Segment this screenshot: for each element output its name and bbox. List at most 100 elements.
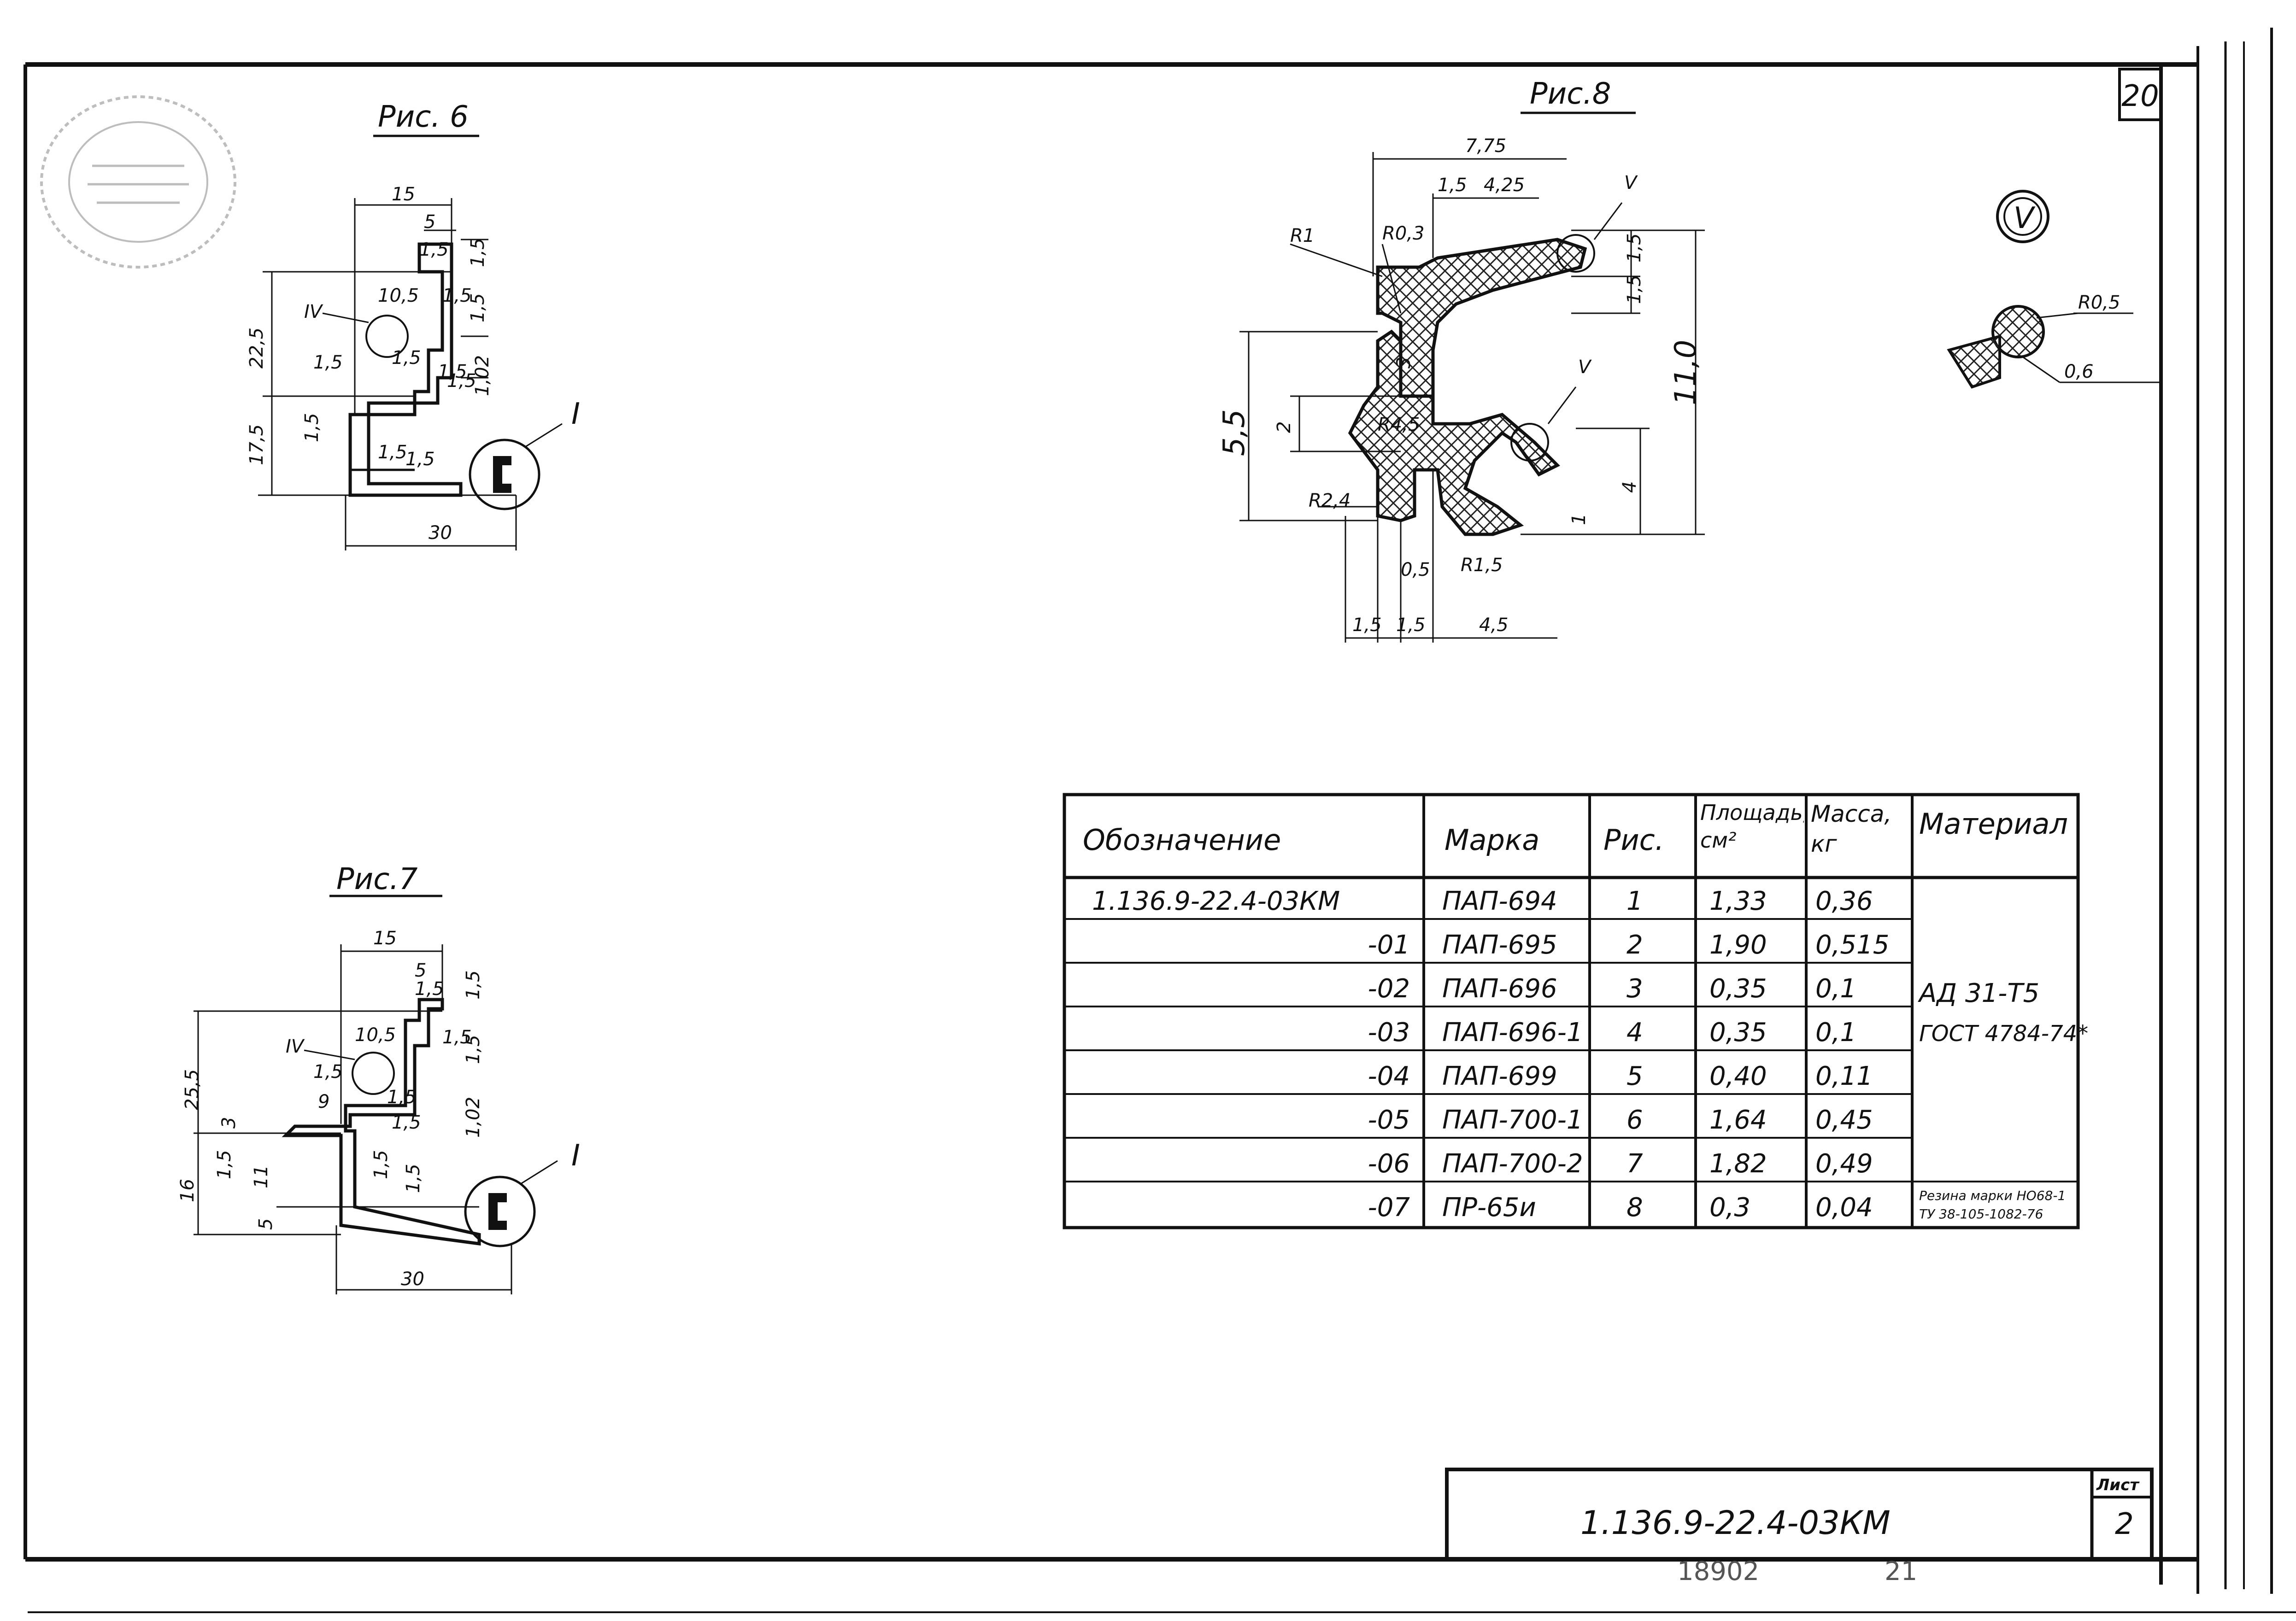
material-standard: ГОСТ 4784-74* (1919, 1021, 2088, 1047)
svg-text:1,5: 1,5 (415, 978, 444, 1000)
svg-text:30: 30 (401, 1269, 424, 1290)
svg-text:R1,5: R1,5 (1461, 555, 1503, 576)
svg-text:1,64: 1,64 (1709, 1105, 1767, 1135)
svg-text:4: 4 (1619, 481, 1640, 493)
figure-8-title: Рис.8 (1530, 77, 1611, 111)
svg-text:ПАП-696-1: ПАП-696-1 (1442, 1018, 1583, 1048)
svg-text:1,5: 1,5 (403, 1164, 424, 1193)
figure-6-profile (348, 242, 463, 497)
svg-text:5: 5 (424, 211, 435, 233)
svg-text:1,5: 1,5 (442, 1027, 472, 1048)
figure-7-title: Рис.7 (336, 862, 418, 896)
svg-text:4,25: 4,25 (1484, 175, 1525, 196)
callout-I: I (571, 397, 580, 431)
svg-text:1,5: 1,5 (467, 293, 488, 322)
svg-text:22,5: 22,5 (246, 328, 267, 369)
svg-text:1,5: 1,5 (1624, 275, 1645, 304)
svg-text:1,5: 1,5 (392, 1112, 421, 1133)
spec-table: Обозначение Марка Рис. Площадь, см² Масс… (1063, 793, 2088, 1229)
title-block: 1.136.9-22.4-03КМ Лист 2 (1445, 1468, 2154, 1561)
svg-text:3: 3 (1627, 974, 1643, 1004)
svg-text:1,5: 1,5 (214, 1150, 235, 1179)
svg-text:5: 5 (255, 1218, 276, 1230)
svg-text:0,45: 0,45 (1815, 1105, 1873, 1135)
figure-8: Рис.8 (1217, 77, 1705, 643)
svg-text:1: 1 (1627, 886, 1643, 916)
material-alloy: АД 31-Т5 (1918, 978, 2039, 1008)
svg-text:0,40: 0,40 (1709, 1061, 1767, 1091)
svg-text:ПАП-700-1: ПАП-700-1 (1442, 1105, 1583, 1135)
table-row: -06 (1368, 1149, 1410, 1179)
svg-text:7,75: 7,75 (1465, 135, 1506, 157)
figure-8-profile-hatched (1376, 238, 1587, 398)
svg-text:4,5: 4,5 (1479, 614, 1509, 636)
svg-text:3: 3 (218, 1117, 240, 1129)
svg-text:R0,5: R0,5 (2078, 292, 2120, 313)
svg-text:0,1: 0,1 (1815, 974, 1856, 1004)
table-header-material: Материал (1919, 807, 2068, 841)
table-header-designation: Обозначение (1083, 823, 1281, 857)
table-row: -07 (1368, 1193, 1410, 1223)
sheet-label: Лист (2096, 1476, 2140, 1494)
figure-7: Рис.7 15 5 1,5 1,5 25,5 10,5 1,5 1,5 1,5… (177, 862, 580, 1294)
sheet-frame (23, 28, 2296, 1613)
table-row: -03 (1368, 1018, 1410, 1048)
svg-text:V: V (2014, 201, 2036, 235)
table-row: -01 (1368, 930, 1410, 960)
svg-text:3: 3 (1393, 357, 1415, 369)
svg-text:0,04: 0,04 (1815, 1193, 1873, 1223)
svg-text:1,5: 1,5 (405, 449, 435, 470)
svg-text:0,515: 0,515 (1815, 930, 1889, 960)
svg-text:5: 5 (1627, 1061, 1643, 1091)
svg-text:1,5: 1,5 (370, 1150, 392, 1179)
svg-text:ПАП-695: ПАП-695 (1442, 930, 1557, 960)
corner-sheet-number: 20 (2118, 68, 2162, 121)
svg-text:1,5: 1,5 (447, 370, 476, 392)
svg-text:0,49: 0,49 (1815, 1149, 1873, 1179)
svg-text:R2,4: R2,4 (1309, 490, 1351, 511)
table-row: -05 (1368, 1105, 1410, 1135)
callout-IV: IV (304, 301, 323, 322)
svg-text:20: 20 (2121, 79, 2159, 113)
svg-text:16: 16 (177, 1179, 198, 1202)
svg-text:1,5: 1,5 (301, 413, 323, 442)
svg-text:15: 15 (373, 928, 397, 949)
material-rubber: Резина марки НО68-1 (1919, 1188, 2066, 1203)
figure-6-title: Рис. 6 (378, 100, 469, 134)
svg-text:7: 7 (1627, 1149, 1643, 1179)
svg-text:17,5: 17,5 (246, 424, 267, 465)
svg-text:1,5: 1,5 (392, 347, 421, 369)
svg-text:1,5: 1,5 (1438, 175, 1467, 196)
svg-text:1,5: 1,5 (463, 970, 484, 1000)
svg-text:1,5: 1,5 (387, 1087, 417, 1108)
svg-text:4: 4 (1627, 1018, 1643, 1048)
svg-text:5: 5 (415, 960, 426, 981)
svg-text:15: 15 (392, 184, 415, 205)
table-header-mass: Масса, кг (1811, 801, 1892, 857)
page-number: 21 (1885, 1557, 1917, 1586)
svg-text:2: 2 (1627, 930, 1643, 960)
table-header-mark: Марка (1445, 823, 1539, 857)
svg-text:10,5: 10,5 (355, 1024, 396, 1046)
svg-text:1,5: 1,5 (463, 1035, 484, 1064)
table-row: 1.136.9-22.4-03КМ (1092, 886, 1340, 916)
svg-text:1,02: 1,02 (472, 355, 493, 396)
svg-text:ПАП-699: ПАП-699 (1442, 1061, 1557, 1091)
sheet-number: 2 (2115, 1507, 2134, 1541)
svg-text:0,3: 0,3 (1709, 1193, 1750, 1223)
svg-text:0,11: 0,11 (1815, 1061, 1873, 1091)
material-rubber-spec: ТУ 38-105-1082-76 (1919, 1206, 2043, 1222)
table-header-fig: Рис. (1603, 823, 1664, 857)
svg-text:1,5: 1,5 (438, 361, 467, 382)
svg-text:5,5: 5,5 (1217, 409, 1251, 456)
svg-text:11: 11 (251, 1165, 272, 1188)
svg-text:1,5: 1,5 (442, 285, 472, 306)
svg-text:2: 2 (1274, 421, 1295, 433)
table-row: -04 (1368, 1061, 1410, 1091)
svg-text:0,1: 0,1 (1815, 1018, 1856, 1048)
svg-text:1,5: 1,5 (1352, 614, 1382, 636)
svg-text:1,5: 1,5 (313, 1061, 343, 1083)
svg-text:1,5: 1,5 (313, 352, 343, 373)
svg-text:0,35: 0,35 (1709, 974, 1767, 1004)
detail-V: V R0,5 0,6 (1947, 190, 2161, 389)
